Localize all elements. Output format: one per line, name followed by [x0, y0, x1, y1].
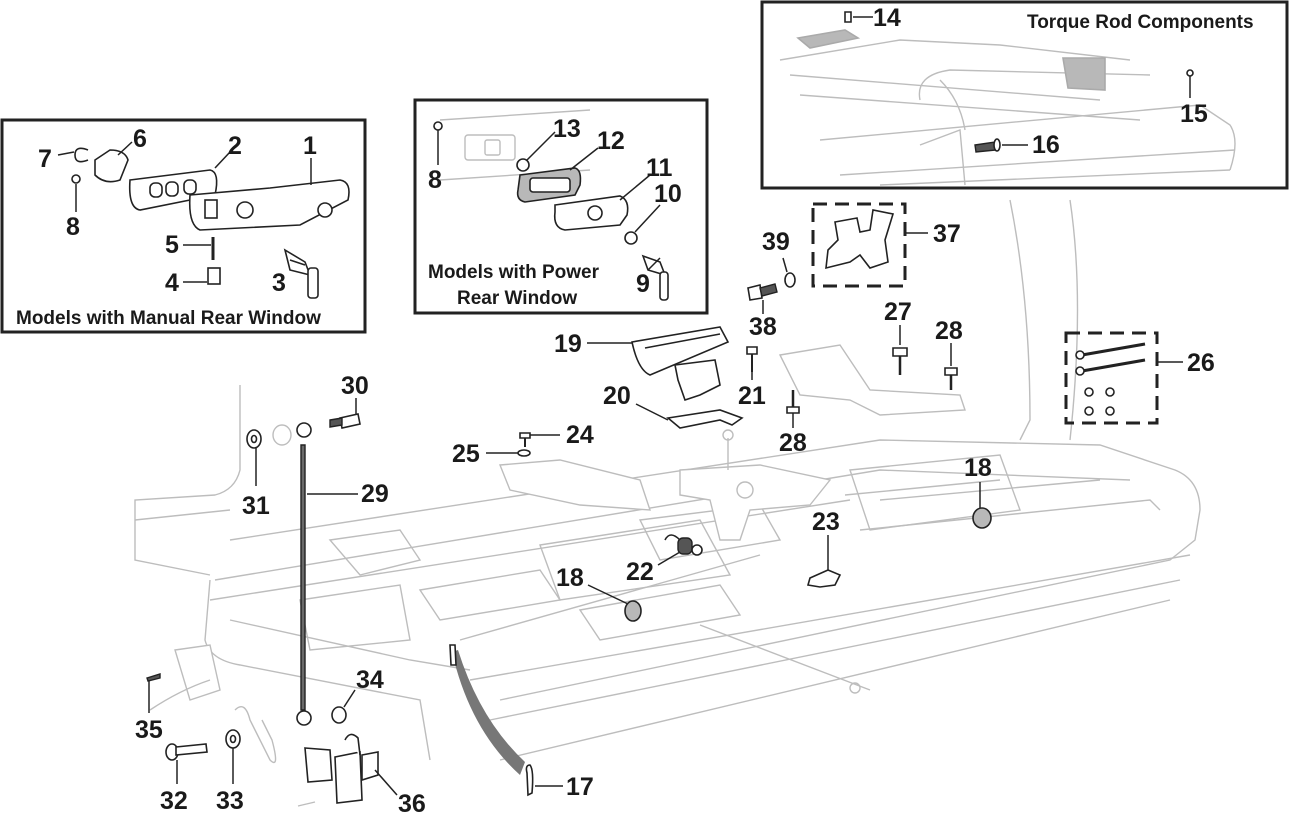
callout-30: 30: [341, 372, 369, 400]
callout-13: 13: [553, 115, 581, 143]
inset-caption-power-line2: Rear Window: [457, 288, 577, 309]
callout-38: 38: [749, 313, 777, 341]
part-lower-left-hardware: 34 35 32 33 36: [135, 666, 426, 818]
callout-23: 23: [812, 508, 840, 536]
callout-22: 22: [626, 558, 654, 586]
callout-8-manual: 8: [66, 213, 80, 241]
callout-28-right: 28: [935, 317, 963, 345]
callout-37: 37: [933, 220, 961, 248]
part-24-25-bolt-washer: 24 25: [452, 421, 594, 468]
inset-power-rear-window: 8 13 12 11 10 9 Models with Power Rear W…: [413, 98, 709, 315]
callout-10: 10: [654, 180, 682, 208]
tailgate-body-outline: [134, 199, 1201, 807]
callout-16: 16: [1032, 131, 1060, 159]
callout-18-left: 18: [556, 564, 584, 592]
callout-17: 17: [566, 773, 594, 801]
callout-5: 5: [165, 231, 179, 259]
part-26-bolt-kit: 26: [1064, 331, 1215, 425]
part-22-spring: 22: [626, 534, 703, 586]
callout-6: 6: [133, 125, 147, 153]
callout-19: 19: [554, 330, 582, 358]
inset-manual-rear-window: 7 6 8 2 1 5 4 3 Models with Manual Rear …: [0, 118, 367, 334]
inset-torque-rod: 14 15 16 Torque Rod Components: [760, 0, 1289, 190]
callout-36: 36: [398, 790, 426, 818]
callout-31: 31: [242, 492, 270, 520]
callout-18-right: 18: [964, 454, 992, 482]
part-19-20-21-handle: 19 20 21: [554, 326, 766, 429]
callout-11: 11: [646, 154, 673, 182]
callout-20: 20: [603, 382, 631, 410]
callout-27: 27: [884, 298, 912, 326]
part-illustrations-torque: [779, 11, 1236, 186]
part-23-clip: 23: [806, 508, 842, 588]
part-illustrations-manual: [71, 147, 350, 299]
part-29-30-31-cable: 30 31 29: [242, 372, 389, 726]
part-18-grommets: 18 18: [556, 454, 992, 622]
inset-caption-manual: Models with Manual Rear Window: [16, 308, 321, 329]
inset-caption-power-line1: Models with Power: [428, 262, 600, 283]
callout-25: 25: [452, 440, 480, 468]
callout-15: 15: [1180, 100, 1208, 128]
callout-1: 1: [303, 132, 317, 160]
callout-26: 26: [1187, 349, 1215, 377]
inset-caption-torque: Torque Rod Components: [1027, 12, 1254, 33]
callout-9: 9: [636, 270, 650, 298]
callout-4: 4: [165, 269, 179, 297]
callout-2: 2: [228, 132, 242, 160]
callout-28-center: 28: [779, 429, 807, 457]
callout-21: 21: [738, 382, 766, 410]
callout-7: 7: [38, 145, 52, 173]
callout-29: 29: [361, 480, 389, 508]
callout-12: 12: [597, 127, 625, 155]
callout-24: 24: [566, 421, 594, 449]
callout-8-power: 8: [428, 166, 442, 194]
part-17-clip: 17: [449, 644, 594, 801]
callout-33: 33: [216, 787, 244, 815]
part-38-39-bolt-washer: 39 38: [747, 228, 796, 341]
part-illustrations-power: [433, 109, 669, 301]
callout-32: 32: [160, 787, 188, 815]
part-27-28-bolts: 27 28 28: [779, 298, 963, 457]
callout-3: 3: [272, 269, 286, 297]
callout-39: 39: [762, 228, 790, 256]
callout-34: 34: [356, 666, 384, 694]
part-37-hinge-kit: 37: [811, 202, 961, 288]
callout-35: 35: [135, 716, 163, 744]
callout-14: 14: [873, 4, 901, 32]
